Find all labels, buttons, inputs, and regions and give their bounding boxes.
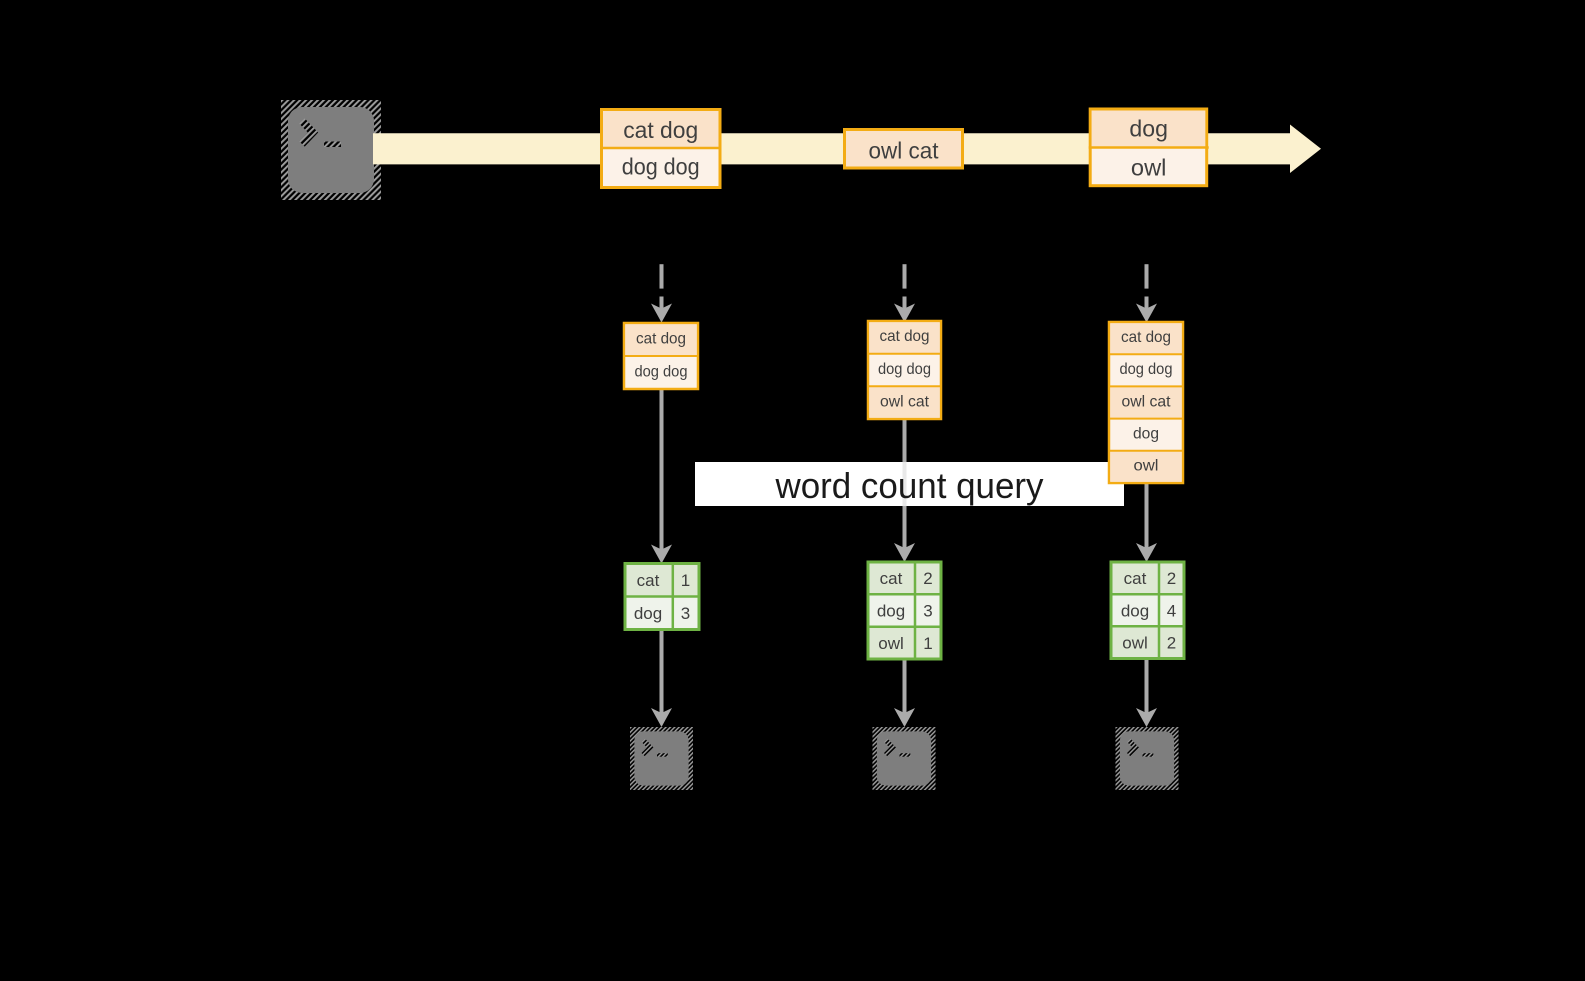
svg-text:3: 3 <box>681 604 690 623</box>
svg-text:owl: owl <box>1131 155 1167 181</box>
svg-text:dog dog: dog dog <box>622 153 700 179</box>
svg-text:3: 3 <box>923 602 932 621</box>
svg-text:owl cat: owl cat <box>880 393 930 410</box>
svg-text:owl cat: owl cat <box>869 137 940 163</box>
svg-text:cat dog: cat dog <box>1121 329 1171 346</box>
svg-text:owl: owl <box>1134 458 1159 475</box>
svg-text:dog: dog <box>1133 426 1159 443</box>
svg-text:owl cat: owl cat <box>1122 393 1172 410</box>
svg-text:4: 4 <box>1167 601 1176 620</box>
svg-text:cat dog: cat dog <box>636 330 686 347</box>
svg-text:cat: cat <box>637 571 660 590</box>
svg-text:2: 2 <box>1167 569 1176 588</box>
svg-text:dog dog: dog dog <box>635 363 688 380</box>
svg-text:owl: owl <box>878 634 904 653</box>
svg-text:dog: dog <box>1129 115 1168 141</box>
svg-text:dog: dog <box>634 604 662 623</box>
svg-text:dog dog: dog dog <box>1120 361 1173 378</box>
svg-text:2: 2 <box>1167 633 1176 652</box>
svg-text:1: 1 <box>923 634 932 653</box>
svg-text:dog: dog <box>1121 601 1149 620</box>
svg-text:dog: dog <box>877 602 905 621</box>
svg-text:word count query: word count query <box>775 465 1044 506</box>
svg-text:1: 1 <box>681 571 690 590</box>
svg-text:cat dog: cat dog <box>880 328 930 345</box>
svg-text:owl: owl <box>1122 633 1148 652</box>
svg-text:cat: cat <box>1124 569 1147 588</box>
svg-text:cat: cat <box>880 569 903 588</box>
svg-text:2: 2 <box>923 569 932 588</box>
svg-text:cat dog: cat dog <box>623 117 698 143</box>
svg-text:dog dog: dog dog <box>878 361 931 378</box>
